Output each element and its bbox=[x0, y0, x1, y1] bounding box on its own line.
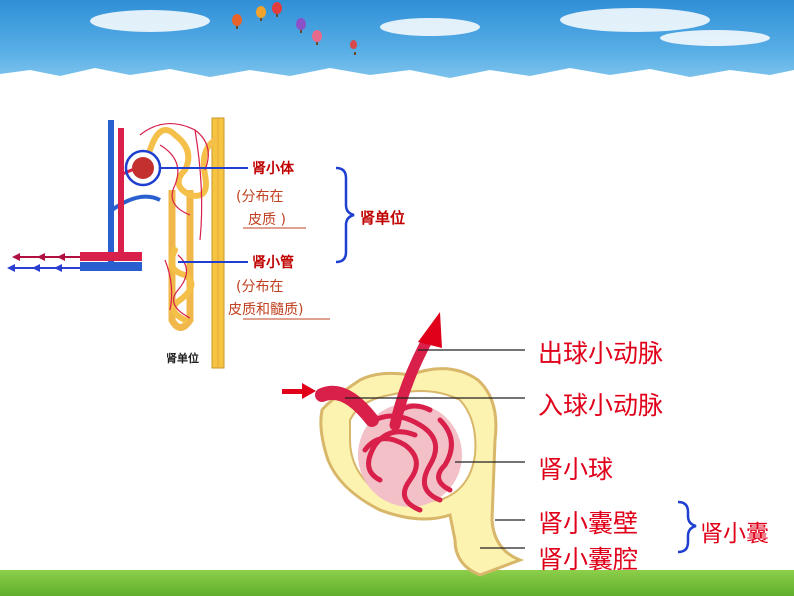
label-renal-tubule: 肾小管 bbox=[252, 255, 294, 271]
balloon-icon bbox=[312, 30, 322, 45]
cloud bbox=[660, 30, 770, 46]
label-capsule-cavity: 肾小囊腔 bbox=[538, 545, 639, 574]
collecting-duct bbox=[211, 117, 225, 369]
caption-nephron: 肾单位 bbox=[166, 352, 199, 365]
label-nephron-group: 肾单位 bbox=[360, 209, 406, 227]
label-renal-corpuscle: 肾小体 bbox=[252, 161, 294, 177]
label-afferent-arteriole: 入球小动脉 bbox=[538, 391, 664, 420]
label-renal-capsule-group: 肾小囊 bbox=[700, 521, 769, 547]
renal-vein bbox=[80, 120, 161, 271]
flow-arrows-left bbox=[7, 253, 80, 272]
inflow-arrow-icon bbox=[282, 383, 316, 399]
label-glomerulus: 肾小球 bbox=[538, 455, 614, 484]
note-corpuscle-line1: (分布在 bbox=[236, 189, 284, 205]
loop-of-henle bbox=[168, 190, 194, 331]
bracket-nephron bbox=[335, 166, 355, 264]
balloon-icon bbox=[232, 14, 242, 29]
label-capsule-wall: 肾小囊壁 bbox=[538, 509, 639, 538]
cloud bbox=[380, 18, 480, 36]
grass-ground bbox=[0, 570, 794, 596]
capillary-network bbox=[139, 123, 209, 319]
paper-edge bbox=[0, 68, 794, 120]
note-corpuscle-line2: 皮质 ) bbox=[248, 212, 286, 228]
balloon-icon bbox=[272, 2, 282, 17]
balloon-icon bbox=[256, 6, 266, 21]
label-efferent-arteriole: 出球小动脉 bbox=[538, 339, 664, 368]
cloud bbox=[90, 10, 210, 32]
bracket-capsule bbox=[677, 500, 697, 554]
balloon-icon bbox=[350, 40, 357, 55]
note-tubule-line2: 皮质和髓质) bbox=[228, 302, 304, 318]
convoluted-tubule bbox=[147, 127, 218, 323]
cloud bbox=[560, 8, 710, 32]
renal-corpuscle-large bbox=[315, 312, 525, 577]
note-tubule-line1: (分布在 bbox=[236, 279, 284, 295]
label-lines bbox=[345, 349, 525, 549]
balloon-icon bbox=[296, 18, 306, 33]
